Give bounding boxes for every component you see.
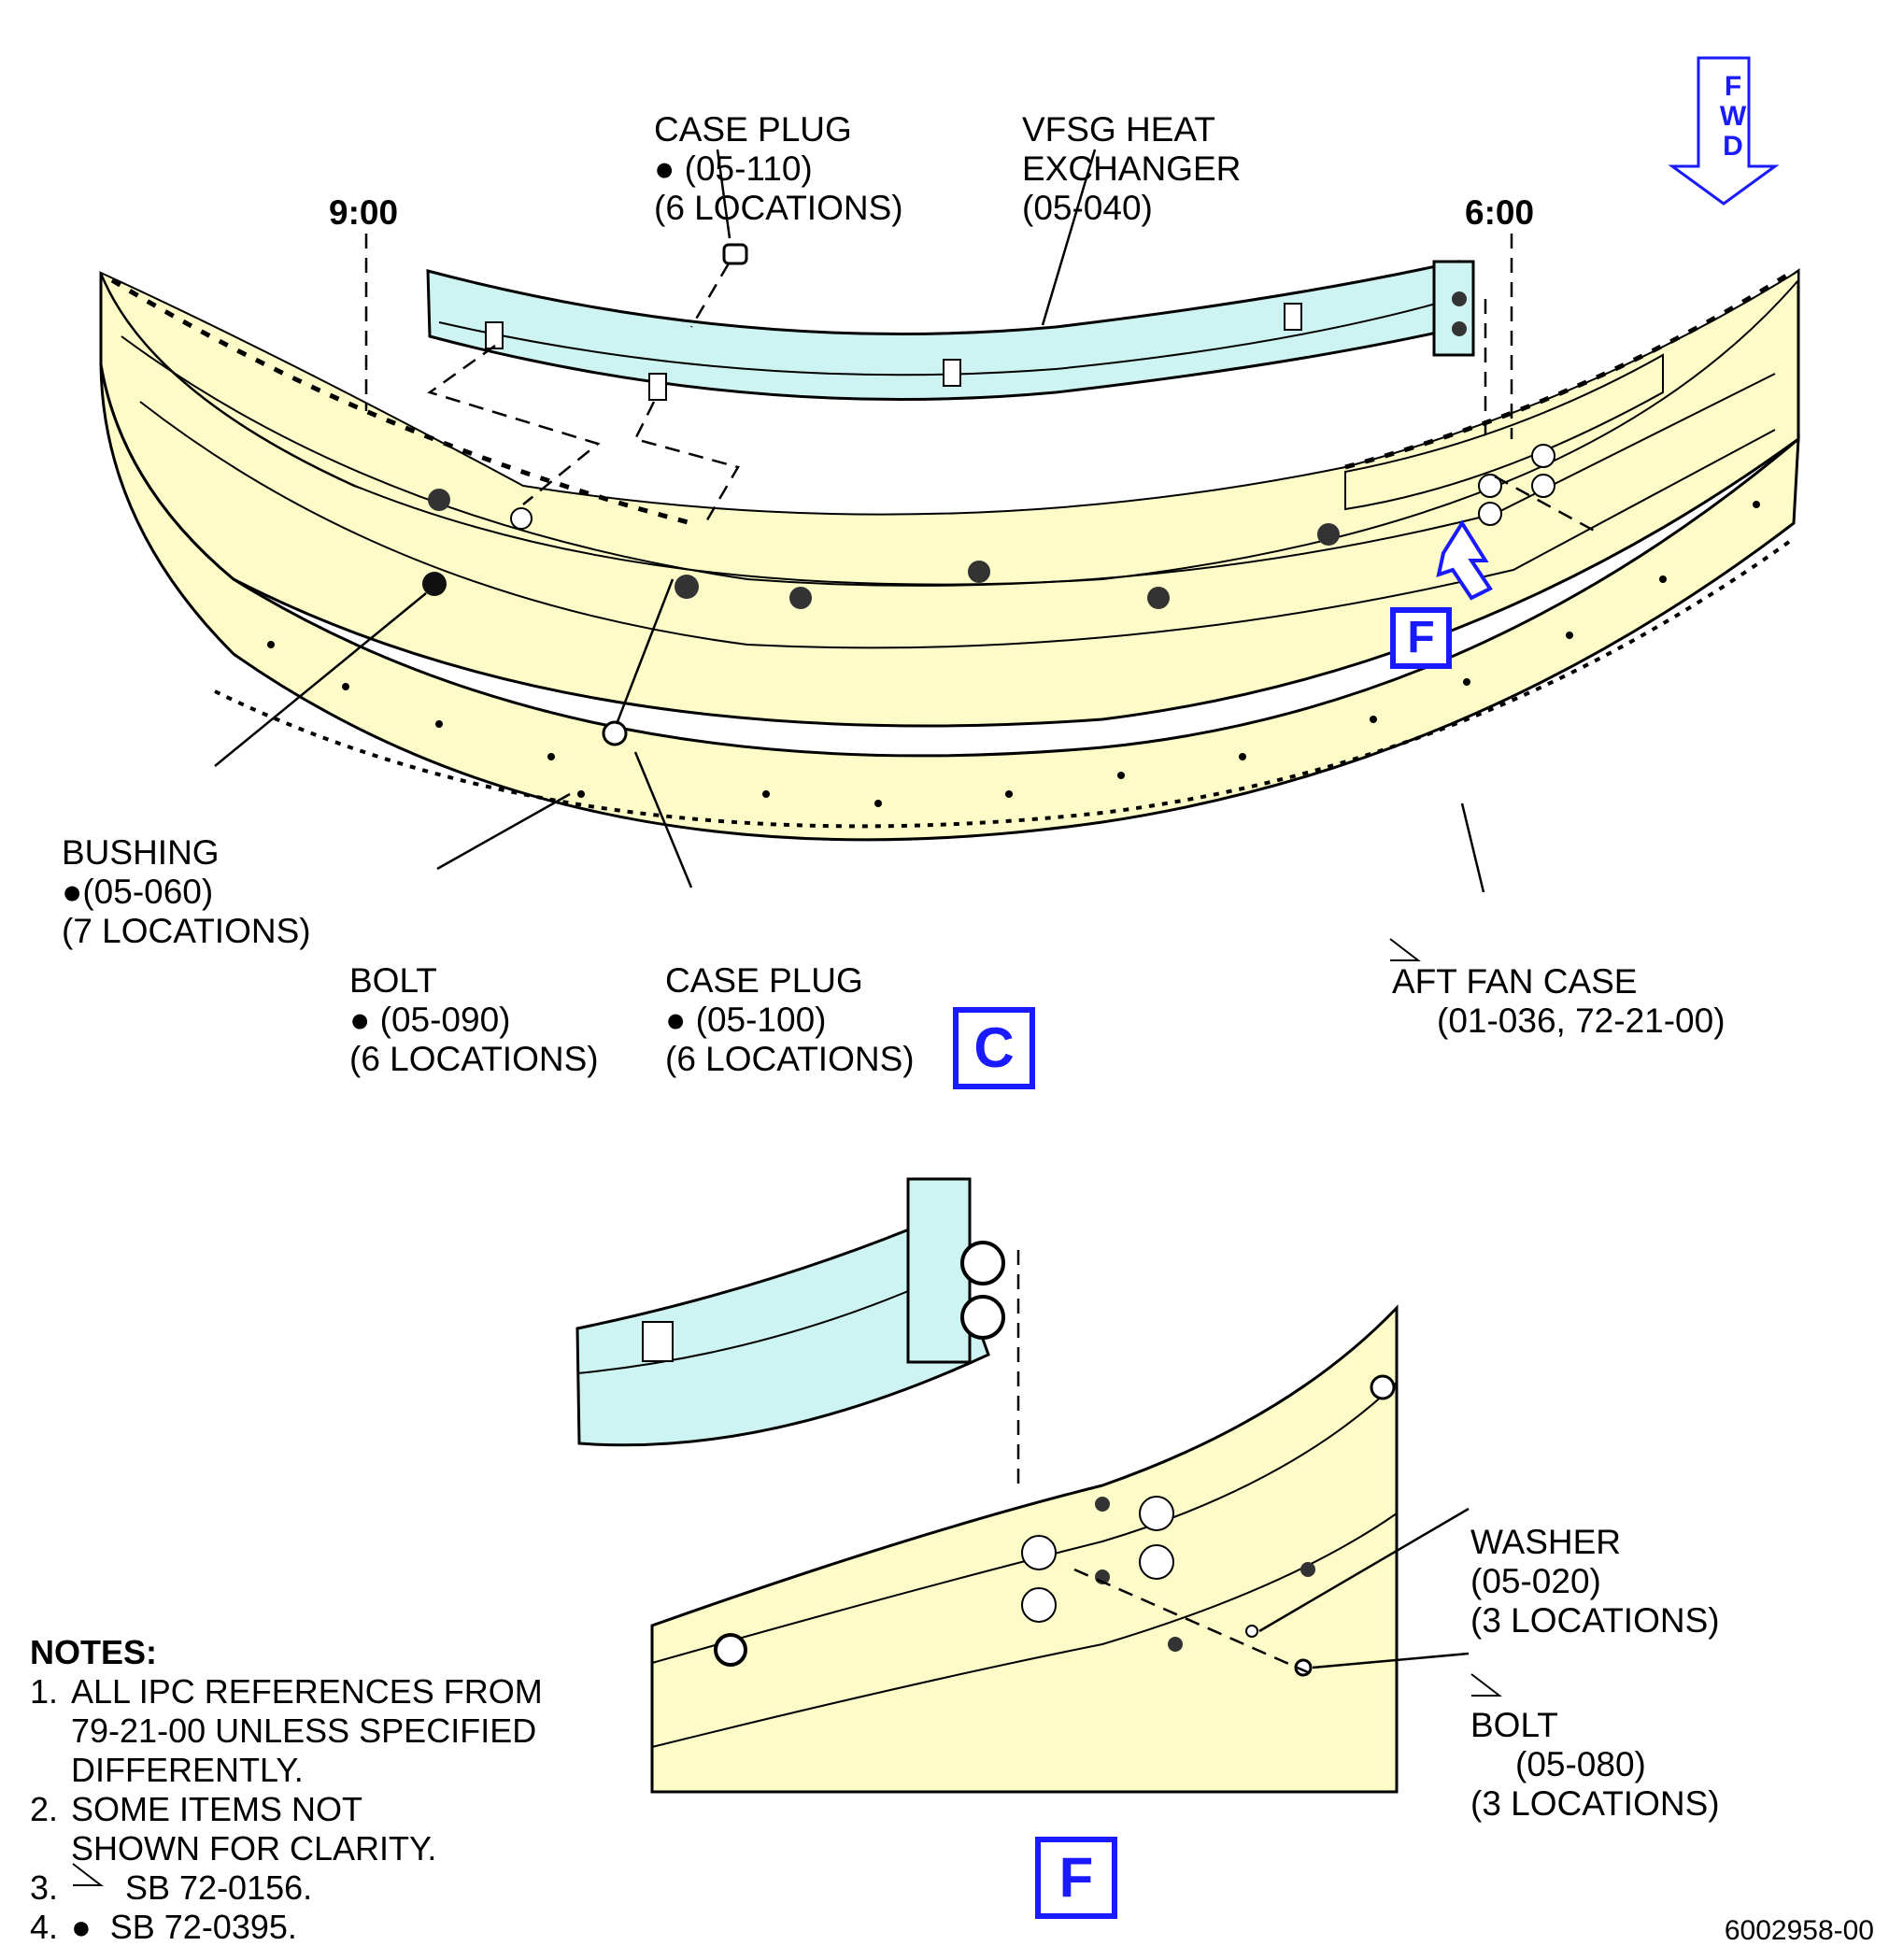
leader-lines-f <box>1016 1250 1470 1674</box>
note-1: 1.ALL IPC REFERENCES FROM 79-21-00 UNLES… <box>30 1672 543 1789</box>
sb-0156-marker-note <box>72 1863 104 1886</box>
bolt-080-label: BOLT(05-080)(3 LOCATIONS) <box>1470 1706 1720 1823</box>
case-plug-100-label: CASE PLUG● (05-100)(6 LOCATIONS) <box>665 961 915 1078</box>
view-f-detail <box>575 1177 1399 1794</box>
leader-lines-c <box>214 149 1485 893</box>
detail-f-reference: F <box>1390 607 1452 669</box>
vfsg-heat-exchanger <box>426 243 1475 401</box>
clock-9: 9:00 <box>329 193 399 232</box>
washer-label: WASHER(05-020)(3 LOCATIONS) <box>1470 1523 1720 1640</box>
view-c-label: C <box>953 1007 1035 1089</box>
view-f-arrow <box>1436 519 1493 601</box>
bolt-090-label: BOLT● (05-090)(6 LOCATIONS) <box>349 961 599 1078</box>
clock-6: 6:00 <box>1465 193 1535 232</box>
fwd-indicator: F W D <box>1719 71 1747 162</box>
document-number: 6002958-00 <box>1724 1915 1874 1946</box>
view-f-label: F <box>1035 1837 1117 1919</box>
note-3: 3.SB 72-0156. <box>30 1868 313 1907</box>
case-plug-110-label: CASE PLUG● (05-110)(6 LOCATIONS) <box>654 110 903 227</box>
bushing-label: BUSHING●(05-060)(7 LOCATIONS) <box>62 833 311 950</box>
fwd-arrow-icon <box>1668 56 1780 206</box>
sb-0156-marker-aft-case <box>1389 938 1421 961</box>
sb-0156-marker-bolt-f <box>1470 1673 1502 1697</box>
note-4: 4.● SB 72-0395. <box>30 1908 297 1946</box>
notes-block: NOTES: 1.ALL IPC REFERENCES FROM 79-21-0… <box>30 1633 543 1947</box>
aft-fan-case-label: AFT FAN CASE(01-036, 72-21-00) <box>1392 962 1726 1040</box>
notes-title: NOTES: <box>30 1633 158 1671</box>
note-2: 2.SOME ITEMS NOT SHOWN FOR CLARITY. <box>30 1790 437 1868</box>
aft-fan-case-ring <box>99 268 1800 842</box>
alignment-lines <box>364 234 1598 534</box>
